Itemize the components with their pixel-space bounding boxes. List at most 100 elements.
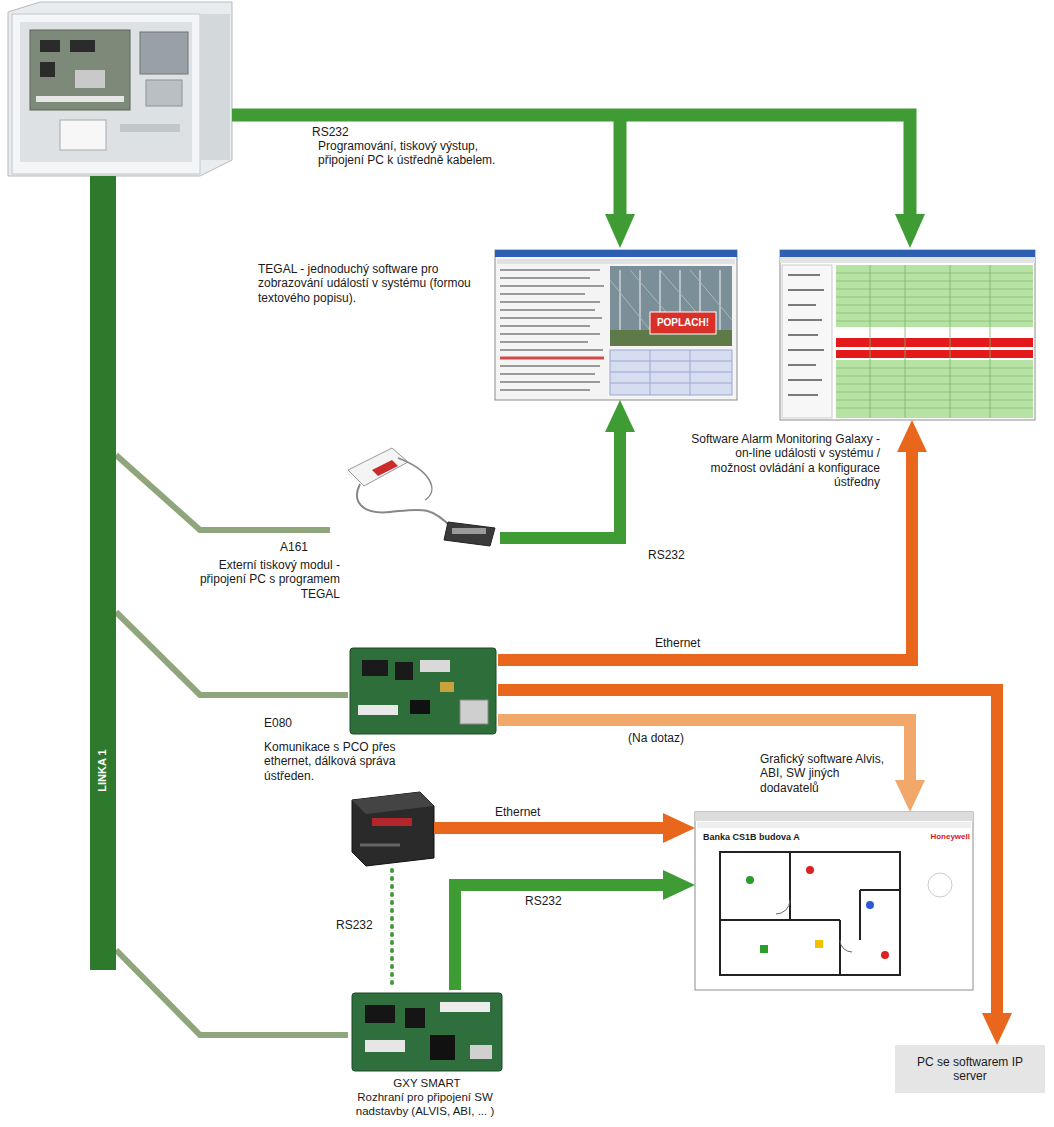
arrow-head	[897, 420, 927, 452]
tegal-screenshot	[500, 270, 604, 390]
control-panel-image	[200, 14, 230, 160]
connector-group	[498, 420, 927, 660]
control-panel-image	[8, 2, 232, 176]
ethernet-arrow	[663, 813, 695, 843]
edge-label: RS232	[648, 548, 708, 562]
gxy-smart-board-image	[430, 1035, 455, 1060]
graphic-software-screenshot	[695, 812, 973, 990]
e080-board-image	[440, 682, 454, 692]
detail-text: Honeywell	[912, 832, 970, 842]
connector-group	[500, 400, 635, 538]
alarm-monitoring-screenshot	[782, 265, 832, 418]
graphic-software-screenshot	[881, 951, 889, 959]
alarm-monitoring-screenshot	[836, 265, 1033, 327]
connector-group	[455, 870, 695, 990]
control-panel-image	[120, 124, 180, 132]
e080-board-image	[420, 660, 450, 672]
alarm-monitoring-screenshot	[780, 250, 1035, 257]
tegal-screenshot	[495, 250, 737, 400]
caption-text: Software Alarm Monitoring Galaxy - on-li…	[690, 432, 880, 490]
tegal-screenshot	[495, 250, 737, 400]
a161-module-image	[357, 484, 452, 528]
alarm-monitoring-screenshot	[836, 360, 1033, 418]
connector-arrow	[498, 720, 910, 780]
tegal-screenshot	[610, 266, 732, 346]
connector-arrow	[498, 690, 997, 1013]
connector-group	[116, 455, 330, 530]
a161-module-image	[348, 448, 408, 486]
connector-arrow	[116, 455, 330, 530]
serial-dotted-link	[390, 870, 394, 986]
control-panel-image	[40, 62, 55, 77]
detail-text: Komunikace s PCO přes ethernet, dálková …	[264, 740, 402, 783]
annotation-label: RS232	[336, 918, 386, 932]
screenshot-box: TEGAL - jednoduchý software pro zobrazov…	[495, 250, 737, 400]
cable-arrow	[614, 115, 627, 216]
detail-text: Banka CS1B budova A	[703, 832, 863, 843]
graphic-software-screenshot	[928, 873, 952, 897]
gxy-smart-board-image	[470, 1045, 492, 1059]
tegal-screenshot	[610, 270, 732, 340]
connector-group	[498, 720, 925, 812]
control-panel-image	[40, 40, 60, 52]
e080-board-image	[350, 648, 496, 734]
arrow-head	[982, 1013, 1012, 1045]
detail-text: Rozhraní pro připojení SW nadstavby (ALV…	[330, 1091, 520, 1119]
edge-label: (Na dotaz)	[628, 731, 718, 745]
control-panel-image	[30, 30, 130, 110]
a161-module-image	[372, 460, 398, 476]
control-panel-image	[75, 70, 105, 88]
screenshot-box: Grafický software Alvis, ABI, SW jiných …	[695, 812, 973, 990]
a161-module-image	[444, 522, 495, 546]
module-box: E080Komunikace s PCO přes ethernet, dálk…	[348, 645, 498, 737]
tegal-screenshot	[650, 312, 716, 334]
graphic-software-screenshot	[866, 901, 874, 909]
ethernet-arrow	[434, 813, 695, 843]
alarm-monitoring-screenshot	[788, 275, 824, 395]
e080-board-image	[410, 700, 430, 714]
control-panel-image	[12, 14, 200, 174]
alarm-monitoring-screenshot	[836, 338, 1033, 347]
e080-board-image	[350, 648, 496, 734]
graphic-software-screenshot	[695, 812, 973, 990]
annotation-label: Ethernet	[495, 805, 575, 819]
control-panel-image	[8, 2, 232, 176]
graphic-software-screenshot	[815, 940, 823, 948]
serial-converter-image	[360, 844, 400, 847]
gxy-smart-board-image	[352, 993, 502, 1071]
control-panel-image	[20, 22, 192, 162]
graphic-software-screenshot	[776, 900, 852, 952]
server-box: PC se softwarem IP server	[895, 1045, 1045, 1093]
graphic-software-screenshot	[697, 822, 971, 828]
serial-converter-image	[352, 792, 434, 866]
alarm-monitoring-screenshot	[836, 350, 1033, 358]
graphic-software-screenshot	[720, 852, 900, 975]
arrow-head	[663, 870, 695, 900]
control-panel-image	[70, 40, 95, 52]
connector-arrow	[500, 432, 620, 538]
bus-band: LINKA 1	[90, 176, 116, 970]
caption-text: Grafický software Alvis, ABI, SW jiných …	[760, 752, 885, 795]
connector-group	[116, 950, 348, 1035]
serial-converter-image	[352, 792, 434, 866]
a161-module-image	[348, 448, 495, 546]
alarm-monitoring-screenshot	[780, 257, 1035, 263]
edge-label: Ethernet	[655, 636, 735, 650]
gxy-smart-board-image	[405, 1008, 425, 1028]
caption-text: PC se softwarem IP server	[903, 1055, 1037, 1084]
caption-text: LINKA 1	[96, 731, 109, 811]
tegal-screenshot	[610, 350, 732, 395]
cable-arrow	[232, 115, 925, 248]
tegal-screenshot	[610, 350, 732, 395]
graphic-software-screenshot	[695, 812, 973, 821]
gxy-smart-board-image	[352, 993, 502, 1071]
cable-arrow	[895, 214, 925, 248]
screenshot-box: Software Alarm Monitoring Galaxy - on-li…	[780, 250, 1035, 420]
gxy-smart-board-image	[365, 1005, 395, 1023]
gxy-smart-board-image	[440, 1002, 490, 1012]
serial-converter-image	[372, 818, 412, 826]
module-box: A161Externí tiskový modul - připojení PC…	[330, 440, 500, 548]
